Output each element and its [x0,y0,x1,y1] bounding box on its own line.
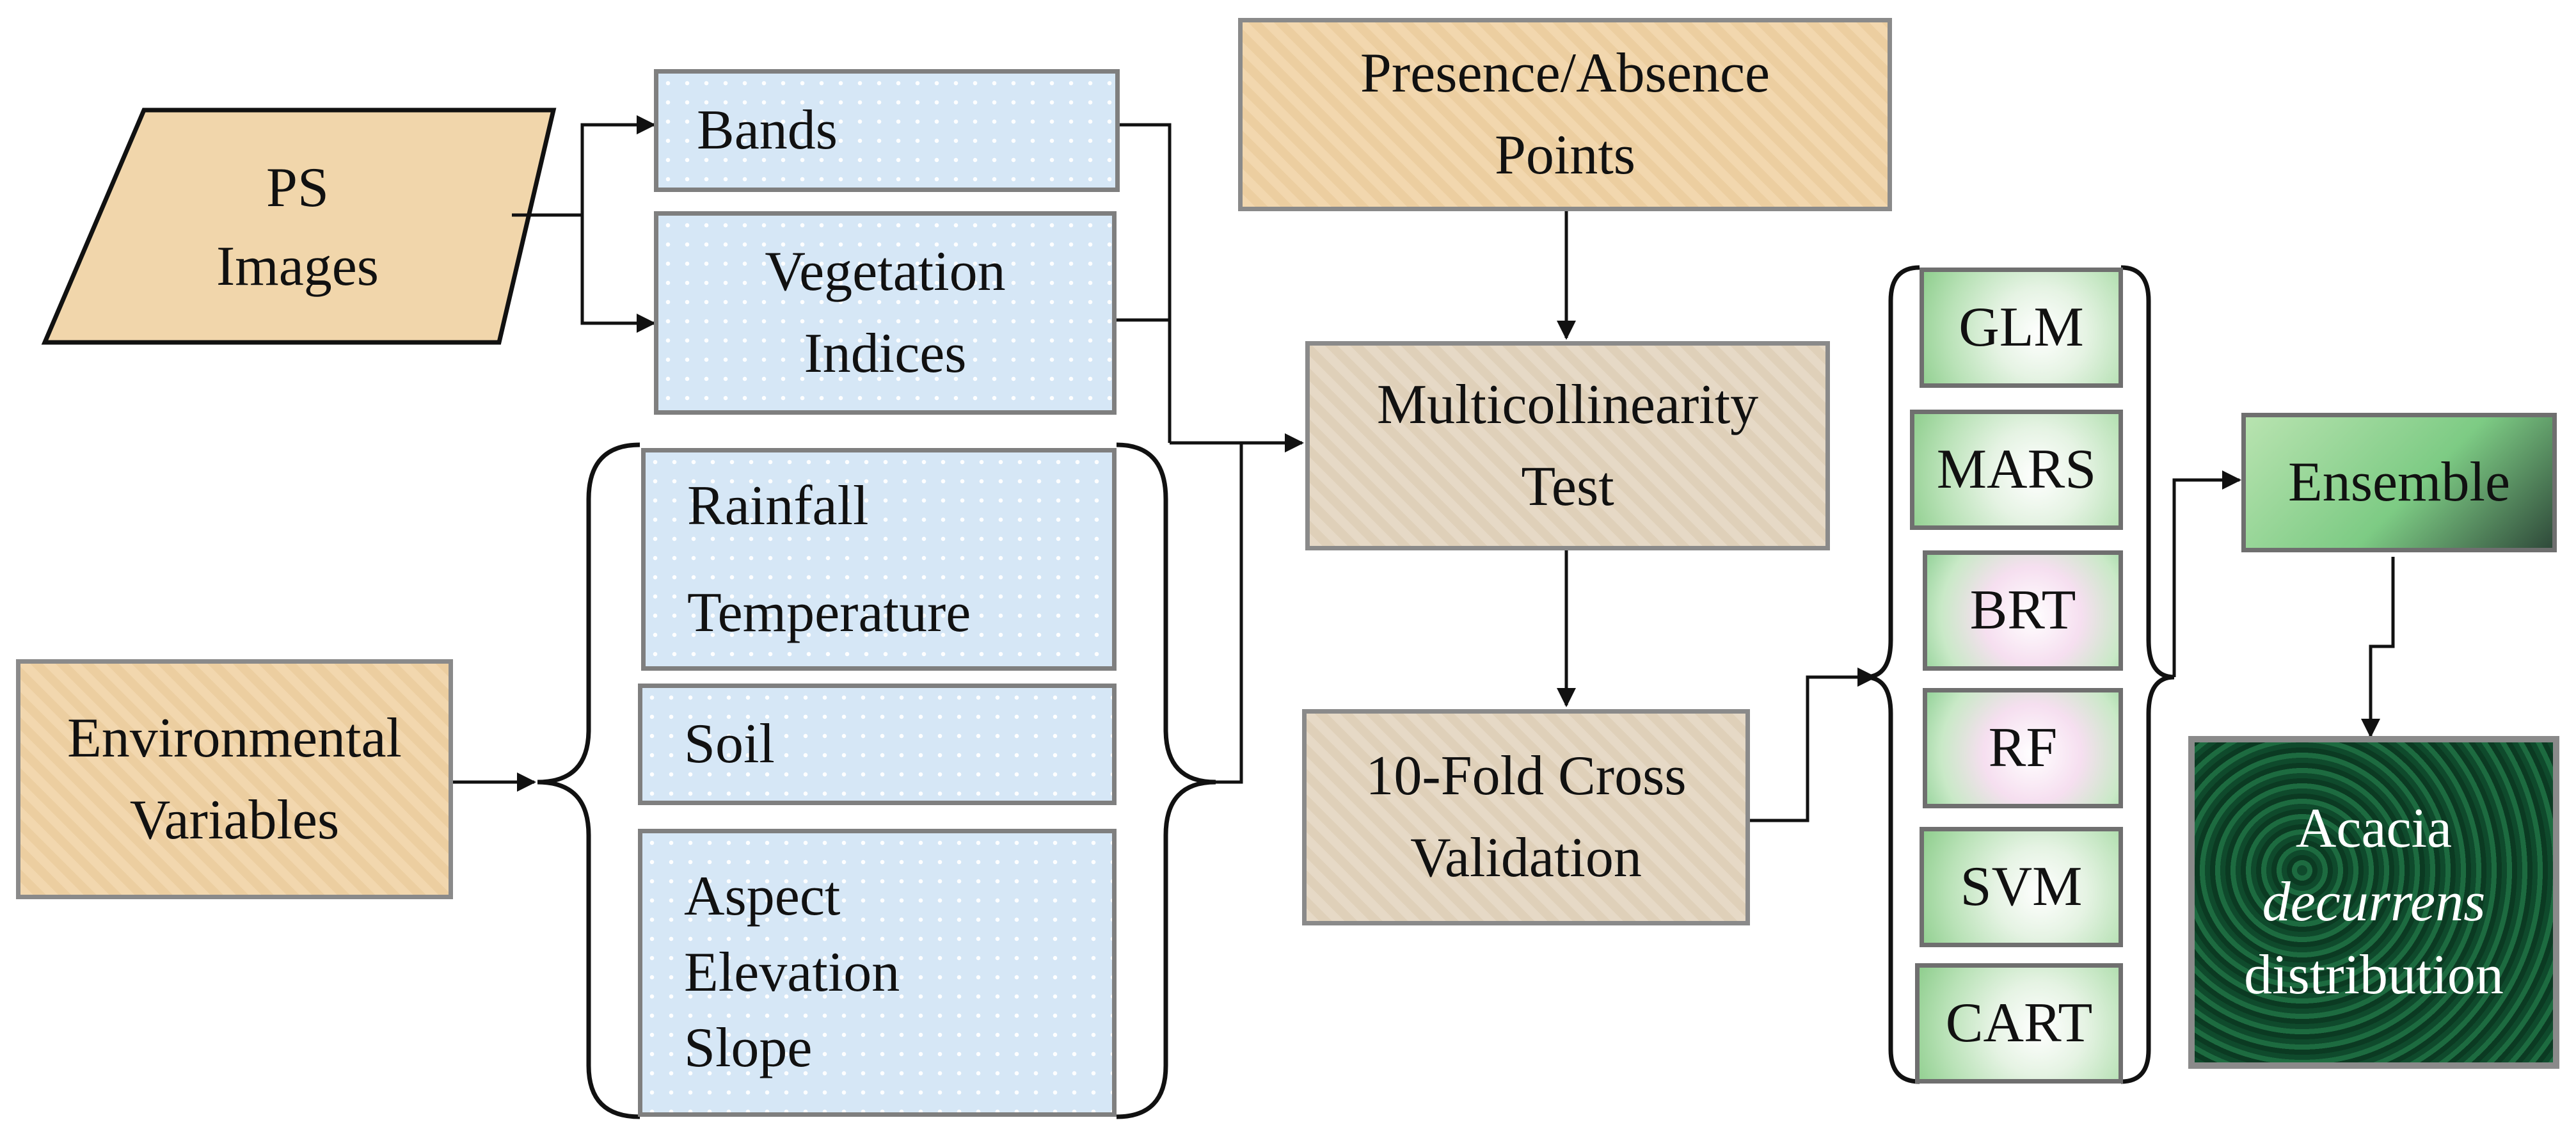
model-glm-label: GLM [1959,296,2084,359]
split-to-vegetation-arrow [580,215,656,333]
aspect-label: Aspect [684,865,841,927]
soil-label: Soil [684,713,775,776]
models-left-brace [1864,265,1920,1084]
climate-node: Rainfall Temperature [641,448,1117,671]
ensemble-to-output-arrow [2361,557,2395,738]
ps-images-shape [41,108,557,345]
cv-to-models-arrow [1750,668,1877,822]
output-label-line3: distribution [2244,944,2504,1007]
model-rf-label: RF [1988,717,2058,780]
models-to-ensemble-arrow [2172,470,2241,677]
brace-to-multicollinearity-line [1216,443,1243,784]
ps-images-label-line2: Images [216,236,379,298]
env-label-line1: Environmental [67,707,402,769]
rainfall-label: Rainfall [687,474,869,537]
vegetation-indices-node: Vegetation Indices [654,211,1117,415]
model-rf: RF [1923,688,2123,808]
split-to-bands-arrow [580,115,656,215]
bands-to-multicollinearity-line [1120,123,1172,443]
environmental-variables-node: Environmental Variables [16,659,453,899]
presence-absence-node: Presence/Absence Points [1238,18,1892,211]
model-mars: MARS [1910,410,2123,530]
model-cart: CART [1915,963,2123,1084]
presence-label-line1: Presence/Absence [1360,42,1770,105]
model-svm: SVM [1920,827,2123,947]
output-label-line1: Acacia [2295,797,2453,860]
cv-label-line1: 10-Fold Cross [1365,745,1687,808]
model-cart-label: CART [1945,992,2093,1055]
ensemble-node: Ensemble [2241,413,2557,552]
model-brt-label: BRT [1969,579,2076,642]
ps-images-node: PS Images [45,112,550,342]
cv-label-line2: Validation [1410,827,1642,889]
presence-label-line2: Points [1494,124,1636,186]
acacia-distribution-node: Acacia decurrens distribution [2188,736,2559,1069]
model-glm: GLM [1920,268,2123,388]
bands-node: Bands [654,69,1120,192]
models-right-brace [2120,265,2175,1084]
elevation-label: Elevation [684,941,900,1004]
env-right-brace [1116,442,1216,1119]
temperature-label: Temperature [687,582,971,644]
multicollinearity-node: Multicollinearity Test [1305,341,1830,550]
multicollinearity-label-line1: Multicollinearity [1376,373,1759,436]
output-label-line2: decurrens [2262,870,2486,933]
topography-node: Aspect Elevation Slope [638,829,1117,1117]
env-left-brace [537,442,640,1119]
model-svm-label: SVM [1960,856,2083,918]
bands-label: Bands [697,99,838,162]
model-mars-label: MARS [1936,438,2097,501]
vegetation-label-line2: Indices [804,323,967,385]
ensemble-label: Ensemble [2287,451,2510,514]
slope-label: Slope [684,1017,813,1080]
cross-validation-node: 10-Fold Cross Validation [1302,709,1750,925]
env-label-line2: Variables [129,788,340,851]
ps-images-label-line1: PS [266,156,329,219]
vegetation-label-line1: Vegetation [765,241,1006,303]
model-brt: BRT [1923,550,2123,671]
soil-node: Soil [638,684,1117,805]
multicollinearity-label-line2: Test [1521,455,1614,518]
